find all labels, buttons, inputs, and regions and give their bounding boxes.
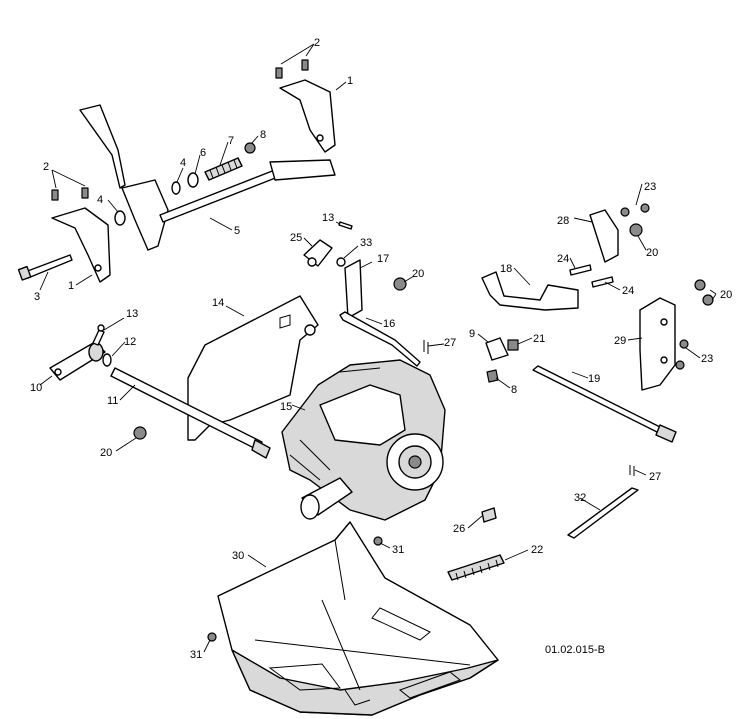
part-26-nut — [481, 507, 497, 523]
part-16-link-rod — [339, 311, 421, 367]
callout-20d: 20 — [720, 289, 732, 301]
part-21-screw — [507, 339, 519, 351]
part-31-screws — [207, 536, 383, 642]
part-22-spring — [447, 554, 505, 581]
callout-2a: 2 — [314, 37, 320, 49]
part-3-bolt — [17, 254, 73, 281]
part-27-pin-right — [629, 465, 635, 476]
callout-4b: 4 — [97, 194, 103, 206]
callout-29: 29 — [614, 335, 626, 347]
callout-28: 28 — [557, 215, 569, 227]
part-23-nuts — [620, 203, 689, 370]
part-19-rod — [532, 365, 677, 443]
part-33-spring-clip — [336, 257, 346, 267]
callout-23b: 23 — [701, 353, 713, 365]
part-1-bracket-left — [51, 207, 111, 283]
part-20-bolts — [133, 223, 714, 440]
part-10-bracket — [49, 341, 106, 381]
callout-24a: 24 — [557, 253, 569, 265]
callout-14: 14 — [212, 297, 224, 309]
part-25-clip — [303, 239, 333, 267]
callout-7: 7 — [228, 135, 234, 147]
callout-12: 12 — [124, 336, 136, 348]
callout-27b: 27 — [649, 471, 661, 483]
part-29-bracket — [639, 297, 676, 391]
callout-16: 16 — [383, 318, 395, 330]
callout-1a: 1 — [347, 75, 353, 87]
callout-27a: 27 — [444, 337, 456, 349]
callout-22: 22 — [531, 544, 543, 556]
callout-10: 10 — [30, 382, 42, 394]
callout-31a: 31 — [392, 544, 404, 556]
callout-8a: 8 — [260, 129, 266, 141]
part-11-shaft — [110, 367, 271, 459]
part-28-bracket — [589, 209, 619, 263]
leader-lines — [39, 43, 717, 653]
callout-15: 15 — [280, 401, 292, 413]
part-5-lever-rod — [79, 104, 336, 251]
part-32-rod — [567, 487, 639, 539]
callout-4a: 4 — [180, 157, 186, 169]
part-1-bracket-right — [279, 79, 336, 153]
part-2-bolts — [51, 59, 309, 201]
part-7-spring — [204, 157, 243, 181]
callout-20a: 20 — [412, 268, 424, 280]
callout-18: 18 — [500, 263, 512, 275]
callout-1b: 1 — [68, 280, 74, 292]
callout-30: 30 — [232, 550, 244, 562]
part-14-mounting-plate — [187, 295, 319, 441]
callout-19: 19 — [588, 373, 600, 385]
part-4-washers — [114, 181, 181, 226]
part-13-pin-center — [338, 221, 353, 230]
callouts: 2 1 2 4 4 6 7 8 3 1 5 13 25 33 17 20 16 … — [30, 37, 732, 661]
part-8-nut-center — [486, 369, 499, 383]
callout-23a: 23 — [644, 181, 656, 193]
callout-3: 3 — [34, 291, 40, 303]
part-13-bolt-left — [92, 324, 105, 346]
callout-11: 11 — [107, 395, 118, 407]
callout-9: 9 — [469, 328, 475, 340]
callout-13b: 13 — [322, 212, 334, 224]
part-27-pin-center — [423, 340, 429, 354]
callout-2b: 2 — [43, 161, 49, 173]
callout-21: 21 — [533, 333, 545, 345]
part-30-bottom-cover — [217, 521, 499, 716]
part-15-transaxle — [281, 359, 446, 521]
part-9-clip — [485, 337, 509, 361]
callout-33: 33 — [360, 237, 372, 249]
callout-20c: 20 — [646, 247, 658, 259]
part-18-bracket — [481, 271, 579, 311]
callout-24b: 24 — [622, 285, 634, 297]
callout-8b: 8 — [511, 384, 517, 396]
callout-5: 5 — [234, 225, 240, 237]
callout-17: 17 — [377, 253, 389, 265]
document-id: 01.02.015-B — [545, 644, 605, 656]
callout-26: 26 — [453, 523, 465, 535]
part-12-washer — [102, 353, 112, 367]
callout-25: 25 — [290, 232, 302, 244]
callout-31b: 31 — [190, 649, 202, 661]
callout-32: 32 — [574, 492, 586, 504]
callout-13a: 13 — [126, 308, 138, 320]
callout-20b: 20 — [100, 447, 112, 459]
part-6-nut — [187, 172, 199, 188]
callout-6: 6 — [200, 147, 206, 159]
part-8-nut-top — [244, 142, 256, 154]
part-24-bolts — [569, 264, 614, 288]
part-17-bracket — [344, 259, 363, 319]
